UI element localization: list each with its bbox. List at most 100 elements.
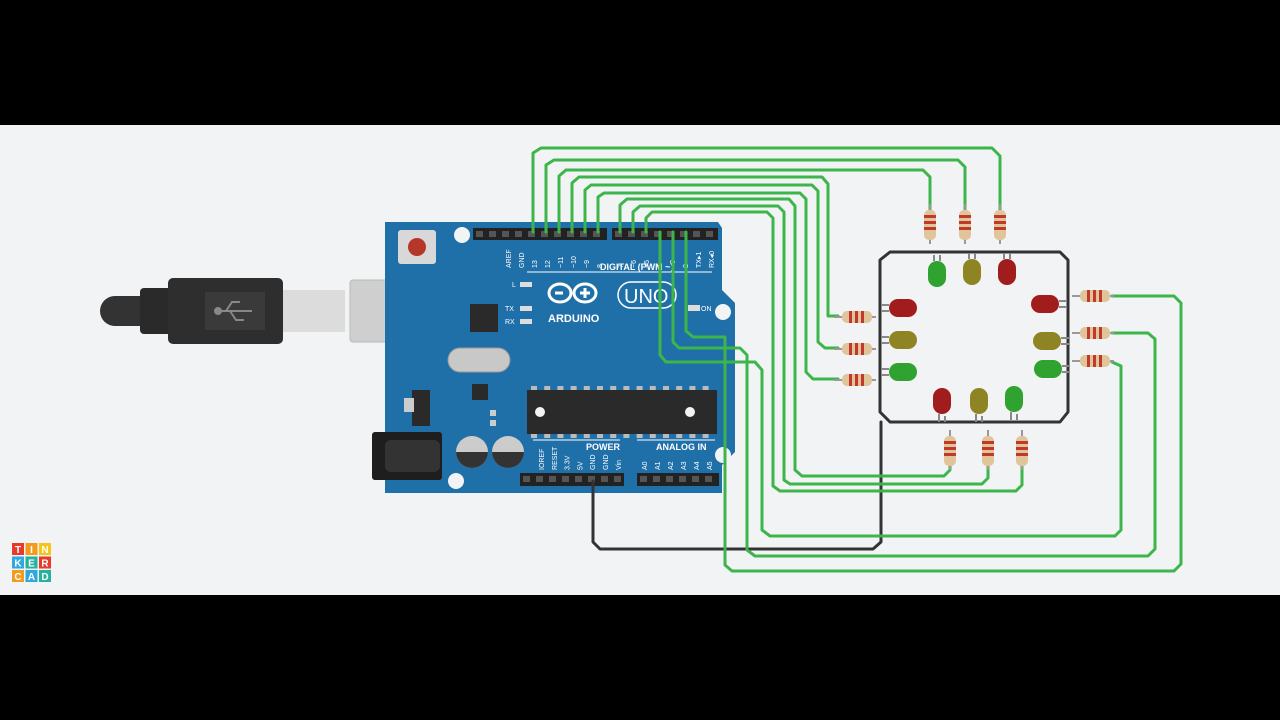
logo-tile [12,556,24,569]
resistor[interactable] [982,430,994,470]
logo-tile [25,556,38,569]
mount-hole [715,447,731,463]
pin-label: 5V [577,461,584,470]
status-led-label: L [512,282,516,289]
signal-wire[interactable] [557,168,932,234]
pin-label: IOREF [539,449,546,470]
logo-letter: D [41,572,48,583]
pin-label: 8 [597,264,604,268]
signal-wire[interactable] [596,191,840,381]
pin-label: RESET [552,446,559,470]
on-label: ON [701,306,712,313]
pin-label: A0 [642,461,649,470]
signal-wire[interactable] [618,197,952,478]
pin-label: TX▸1 [696,252,703,268]
pin-label: 13 [532,260,539,268]
logo-letter: K [14,559,22,570]
signal-wire[interactable] [531,146,1002,234]
signal-wire[interactable] [658,230,1123,538]
ground-rail-wire[interactable] [878,250,1070,424]
resistor[interactable] [924,204,936,244]
resistor[interactable] [1072,290,1114,302]
usb-chip [470,304,498,332]
pin-label: GND [590,454,597,470]
led-top-yellow[interactable] [963,253,981,285]
resistor[interactable] [1072,327,1114,339]
status-led-label: RX [505,319,515,326]
led-bottom-yellow[interactable] [970,388,988,422]
status-led [520,319,532,324]
pin-label: A1 [655,461,662,470]
voltage-regulator [412,390,430,426]
logo-letter: I [30,545,33,556]
pin-label: 3.3V [565,455,572,470]
resistor[interactable] [1072,355,1114,367]
atmega-chip [527,390,717,434]
logo-tile [25,570,38,582]
brand-label: ARDUINO [548,313,600,325]
arduino-logo [547,282,598,304]
led-left-red[interactable] [881,299,917,317]
signal-wire[interactable] [644,210,1024,493]
signal-wire[interactable] [583,183,840,350]
mount-hole [448,473,464,489]
pin-label: ~5 [644,260,651,268]
signal-wire[interactable] [570,175,840,318]
resistor[interactable] [1016,430,1028,470]
logo-letter: T [15,545,21,556]
usb-icon [214,301,252,321]
pin-label: ~9 [584,260,591,268]
resistor[interactable] [944,430,956,470]
power-header [520,473,624,486]
pin-label: GND [603,454,610,470]
signal-wire[interactable] [631,204,990,486]
pin-label: A3 [681,461,688,470]
pin-label: A5 [707,461,714,470]
mount-hole [454,227,470,243]
digital-header-low [612,228,718,240]
logo-tile [25,543,38,555]
model-label: UNO [624,286,668,308]
reset-button[interactable] [398,230,436,264]
resistor[interactable] [994,204,1006,244]
logo-tile [39,556,51,569]
ground-wire[interactable] [591,420,883,551]
pin-label: Vin [616,460,623,470]
pin-label: AREF [506,249,513,268]
led-bottom-green[interactable] [1005,386,1023,420]
resistor[interactable] [834,311,876,323]
led-right-yellow[interactable] [1033,332,1069,350]
led-top-green[interactable] [928,255,946,287]
led-top-red[interactable] [998,253,1016,285]
logo-letter: A [28,572,35,583]
power-label: POWER [586,442,621,452]
pin-label: GND [519,252,526,268]
led-bottom-red[interactable] [933,388,951,422]
resistor[interactable] [834,374,876,386]
pin-label: A2 [668,461,675,470]
pin-label: ~10 [571,256,578,268]
led-left-yellow[interactable] [881,331,917,349]
power-jack [372,432,442,480]
resistor[interactable] [959,204,971,244]
resistor[interactable] [834,343,876,355]
led-right-green[interactable] [1034,360,1070,378]
capacitor [492,436,524,468]
signal-wire[interactable] [684,230,1183,573]
status-led [520,306,532,311]
pin-label: 12 [545,260,552,268]
capacitor [456,436,488,468]
logo-tile [39,570,51,582]
logo-letter: E [28,559,35,570]
led-left-green[interactable] [881,363,917,381]
led-right-red[interactable] [1031,295,1067,313]
signal-wire[interactable] [671,230,1157,558]
status-led [520,282,532,287]
pin-label: ~6 [631,260,638,268]
logo-tile [12,543,24,555]
signal-wire[interactable] [544,158,967,234]
digital-label: DIGITAL (PWM ~) [600,262,673,272]
